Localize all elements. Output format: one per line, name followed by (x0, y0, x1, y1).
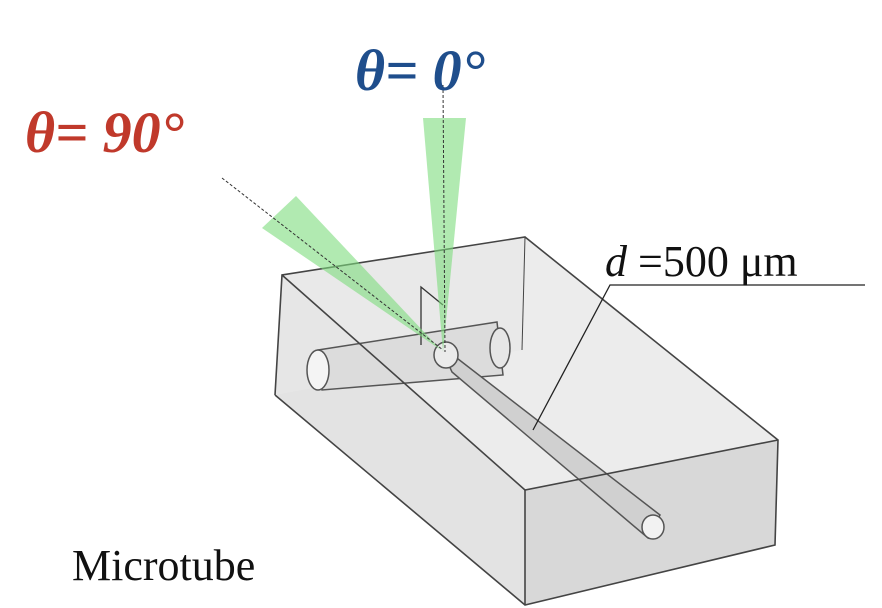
diameter-leader (532, 284, 865, 431)
plane-marker (420, 285, 444, 345)
label-theta-90: θ= 90° (25, 100, 184, 165)
diameter-var: d (605, 237, 628, 286)
tube-end-front (641, 514, 665, 540)
box-edges (274, 236, 779, 606)
axis-theta-0 (442, 84, 446, 353)
label-theta-0: θ= 0° (355, 38, 485, 103)
beam-theta-90 (262, 196, 441, 350)
tube-end-right (489, 327, 511, 369)
label-device: Microtube (72, 541, 255, 590)
tube-cross-section (433, 341, 459, 369)
axis-theta-90 (221, 177, 444, 351)
label-diameter: d =500 μm (605, 237, 798, 286)
tube-end-left (306, 349, 330, 391)
diameter-value: =500 μm (627, 237, 798, 286)
